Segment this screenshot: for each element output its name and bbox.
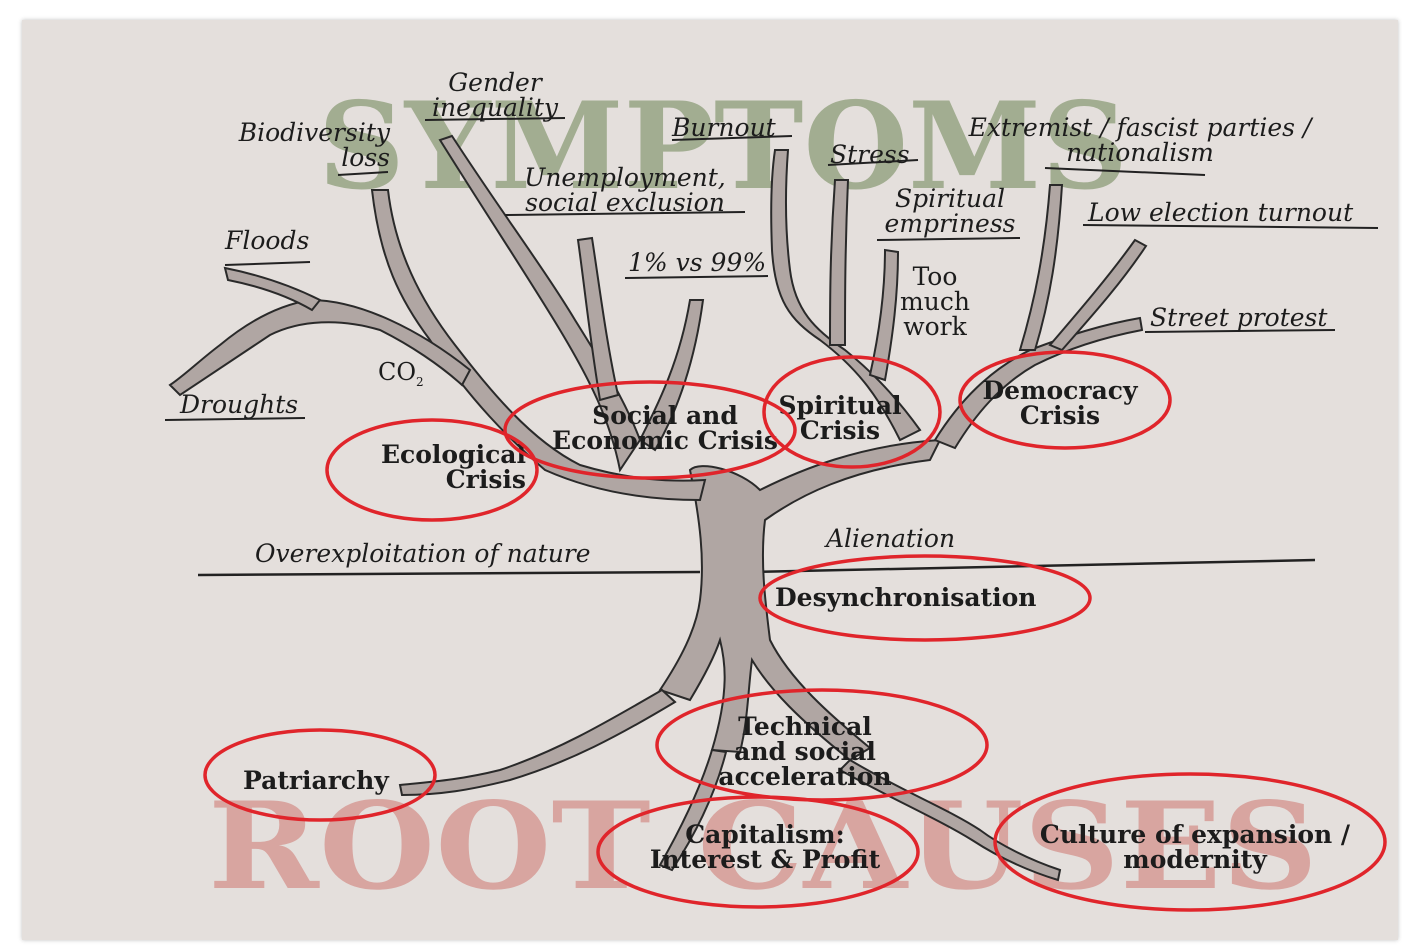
highlight-circle-patriarchy <box>203 728 437 822</box>
root-patriarchy: Patriarchy <box>243 766 389 795</box>
highlight-circle-ecological <box>325 418 539 522</box>
label-underlines <box>164 117 1379 421</box>
symptom-biodiversity-loss: Biodiversity loss <box>238 118 390 172</box>
highlight-circle-capitalism <box>596 795 920 909</box>
highlight-circle-democracy <box>958 350 1172 450</box>
crisis-ecological: Ecological Crisis <box>380 440 526 494</box>
ground-line-left <box>197 570 701 577</box>
crisis-social-economic: Social and Economic Crisis <box>552 401 778 455</box>
symptom-unemployment: Unemployment, social exclusion <box>524 163 726 217</box>
highlight-circle-technical <box>655 688 989 802</box>
root-technical-acceleration: Technical and social acceleration <box>718 712 892 791</box>
root-culture-of-expansion: Culture of expansion / modernity <box>1039 820 1351 874</box>
symptom-street-protest: Street protest <box>1150 303 1328 332</box>
trunk-alienation: Alienation <box>826 524 956 553</box>
symptom-droughts: Droughts <box>180 390 299 419</box>
symptom-gender-inequality: Gender inequality <box>431 68 559 122</box>
crisis-democracy: Democracy Crisis <box>982 376 1138 430</box>
trunk-desynchronisation: Desynchronisation <box>775 583 1037 612</box>
symptom-co2: CO2 <box>378 360 424 388</box>
symptom-too-much-work: Too much work <box>900 262 970 341</box>
trunk-overexploitation: Overexploitation of nature <box>255 539 591 568</box>
highlight-circle-desynchronisation <box>758 554 1092 642</box>
crisis-spiritual: Spiritual Crisis <box>778 391 902 445</box>
symptom-low-election-turnout: Low election turnout <box>1088 198 1354 227</box>
symptom-spiritual-emptiness: Spiritual empriness <box>884 184 1016 238</box>
symptom-stress: Stress <box>830 140 910 169</box>
symptom-floods: Floods <box>225 226 310 255</box>
highlight-circle-culture <box>993 772 1387 912</box>
symptom-extremist-parties: Extremist / fascist parties / nationalis… <box>968 113 1312 167</box>
co2-subscript: 2 <box>416 374 424 389</box>
highlight-circle-spiritual <box>762 355 942 469</box>
root-capitalism: Capitalism: Interest & Profit <box>649 820 881 874</box>
co2-text: CO <box>378 358 417 386</box>
root-causes-heading: ROOT CAUSES <box>208 776 1318 917</box>
highlight-circle-social-economic <box>503 380 797 480</box>
symptom-burnout: Burnout <box>672 113 776 142</box>
symptom-one-percent: 1% vs 99% <box>628 248 767 277</box>
tree-shape <box>168 134 1148 882</box>
